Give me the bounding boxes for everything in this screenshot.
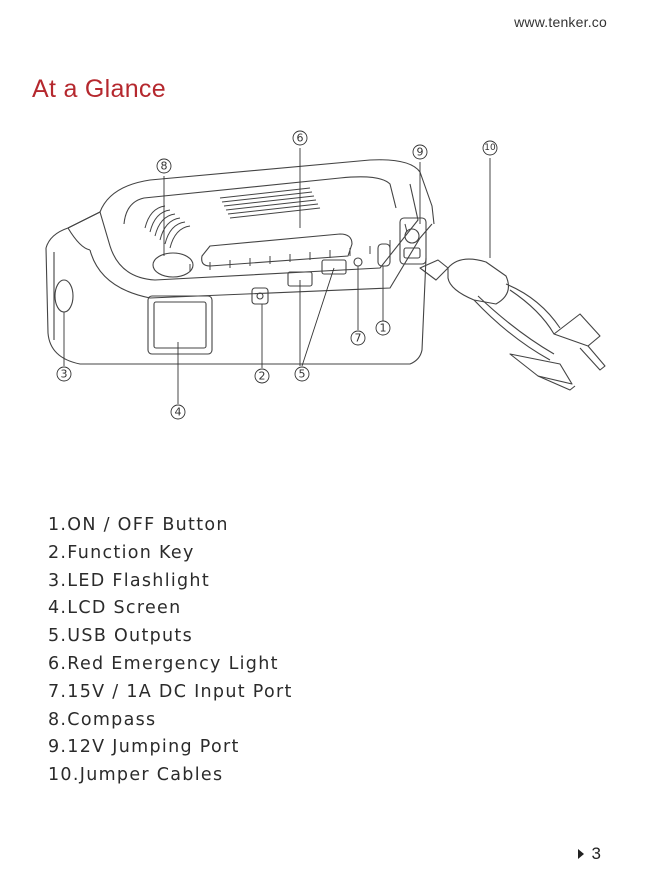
callout-9-label: 9 [417, 146, 424, 159]
parts-list-item: 3.LED Flashlight [48, 568, 293, 596]
parts-list: 1.ON / OFF Button 2.Function Key 3.LED F… [48, 512, 293, 790]
lcd-screen [148, 296, 212, 354]
jump-starter-drawing [46, 148, 605, 404]
emergency-light-panel [202, 234, 352, 266]
flashlight-lens [55, 280, 73, 312]
clamp-black [510, 354, 572, 384]
callout-1-label: 1 [380, 322, 387, 335]
callout-7-label: 7 [355, 332, 362, 345]
callout-5-label: 5 [299, 368, 306, 381]
page-footer: 3 [578, 844, 601, 864]
callout-6-label: 6 [297, 132, 304, 145]
clamp-red [554, 314, 600, 346]
parts-list-item: 5.USB Outputs [48, 623, 293, 651]
callout-3-label: 3 [61, 368, 68, 381]
parts-list-item: 6.Red Emergency Light [48, 651, 293, 679]
parts-list-item: 8.Compass [48, 707, 293, 735]
page-title: At a Glance [32, 75, 166, 104]
callout-leaders [64, 148, 490, 404]
red-cable [506, 284, 560, 328]
parts-list-item: 9.12V Jumping Port [48, 734, 293, 762]
parts-list-item: 10.Jumper Cables [48, 762, 293, 790]
site-url: www.tenker.co [514, 14, 607, 30]
dc-input-port [354, 258, 362, 266]
callout-8-label: 8 [161, 160, 168, 173]
vent-lines [145, 188, 320, 248]
usb-port-2 [322, 260, 346, 274]
play-arrow-icon [578, 849, 584, 859]
parts-list-item: 1.ON / OFF Button [48, 512, 293, 540]
page-number: 3 [592, 844, 601, 864]
parts-list-item: 7.15V / 1A DC Input Port [48, 679, 293, 707]
device-illustration: 1 2 3 4 5 6 7 8 9 10 [40, 128, 620, 428]
callout-2-label: 2 [259, 370, 266, 383]
parts-list-item: 2.Function Key [48, 540, 293, 568]
callout-10-label: 10 [484, 143, 496, 153]
function-key [252, 288, 268, 304]
compass-dial [153, 253, 193, 277]
parts-list-item: 4.LCD Screen [48, 595, 293, 623]
cable-connector [448, 259, 508, 304]
callout-4-label: 4 [175, 406, 182, 419]
